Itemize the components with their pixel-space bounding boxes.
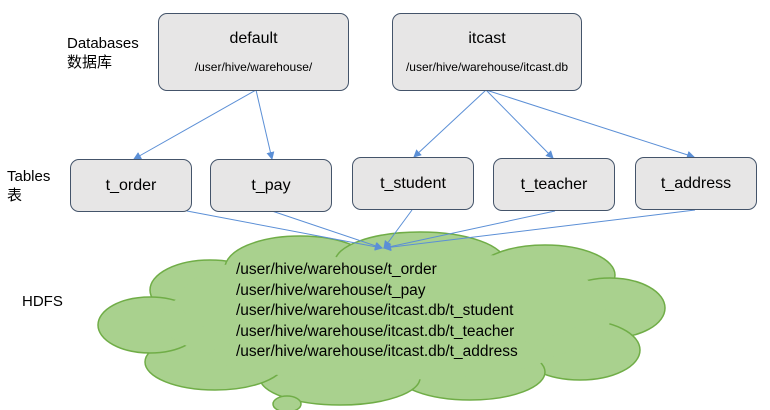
tables-label: Tables 表 bbox=[7, 167, 50, 205]
hdfs-path-list: /user/hive/warehouse/t_order /user/hive/… bbox=[236, 260, 518, 363]
databases-label-en: Databases bbox=[67, 35, 139, 52]
table-name: t_order bbox=[105, 176, 157, 194]
table-name: t_address bbox=[660, 174, 732, 192]
table-hdfs-connectors bbox=[186, 209, 696, 252]
table-name: t_pay bbox=[251, 176, 291, 194]
connector-itcast-t_teacher bbox=[485, 89, 554, 159]
table-name: t_teacher bbox=[520, 175, 588, 193]
hdfs-path: /user/hive/warehouse/itcast.db/t_student bbox=[236, 302, 514, 319]
hdfs-path: /user/hive/warehouse/itcast.db/t_address bbox=[236, 343, 518, 360]
table-box-t_teacher[interactable]: t_teacher bbox=[493, 158, 615, 211]
database-name: itcast bbox=[468, 30, 506, 47]
connector-t_pay-hdfs bbox=[271, 210, 383, 250]
table-box-t_order[interactable]: t_order bbox=[70, 159, 192, 212]
databases-label-cn: 数据库 bbox=[67, 54, 113, 71]
connector-t_order-hdfs bbox=[186, 210, 383, 251]
connector-t_teacher-hdfs bbox=[383, 210, 556, 251]
database-path: /user/hive/warehouse/itcast.db bbox=[405, 60, 569, 74]
database-box-default[interactable]: default /user/hive/warehouse/ bbox=[158, 13, 349, 91]
database-table-connectors bbox=[133, 89, 695, 160]
connector-itcast-t_student bbox=[413, 89, 487, 158]
tables-label-en: Tables bbox=[7, 168, 51, 185]
table-box-t_pay[interactable]: t_pay bbox=[210, 159, 332, 212]
database-box-itcast[interactable]: itcast /user/hive/warehouse/itcast.db bbox=[392, 13, 582, 91]
hdfs-path: /user/hive/warehouse/t_pay bbox=[236, 281, 426, 299]
hdfs-label: HDFS bbox=[22, 293, 63, 310]
database-path: /user/hive/warehouse/ bbox=[194, 60, 313, 74]
tables-label-cn: 表 bbox=[7, 187, 23, 204]
table-name: t_student bbox=[380, 174, 446, 192]
connector-itcast-t_address bbox=[485, 89, 695, 159]
database-name: default bbox=[229, 30, 278, 47]
hdfs-cloud bbox=[97, 231, 666, 410]
connector-default-t_pay bbox=[255, 89, 275, 160]
hdfs-path: /user/hive/warehouse/itcast.db/t_teacher bbox=[236, 322, 515, 340]
table-box-t_address[interactable]: t_address bbox=[635, 157, 757, 210]
table-box-t_student[interactable]: t_student bbox=[352, 157, 474, 210]
hdfs-path: /user/hive/warehouse/t_order bbox=[236, 261, 437, 278]
connector-t_address-hdfs bbox=[383, 209, 696, 252]
connector-default-t_order bbox=[133, 89, 257, 160]
connector-t_student-hdfs bbox=[383, 209, 413, 249]
databases-label: Databases 数据库 bbox=[67, 34, 139, 72]
